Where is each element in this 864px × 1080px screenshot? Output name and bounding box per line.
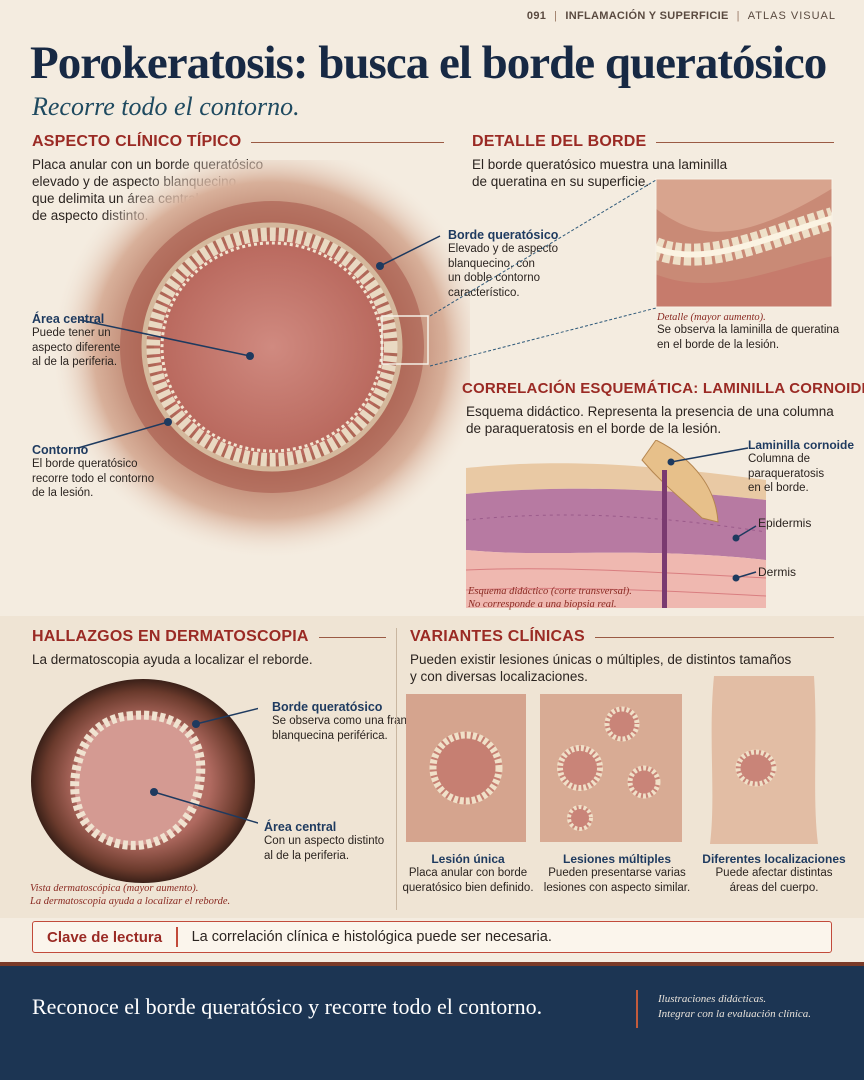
variants-heading: VARIANTES CLÍNICAS: [410, 628, 834, 646]
schematic-heading: CORRELACIÓN ESQUEMÁTICA: LAMINILLA CORNO…: [462, 380, 864, 397]
border-detail-image: [655, 178, 833, 308]
clinical-lesion-illustration: [50, 160, 470, 560]
label-lamella: Laminilla cornoide Columna de paraquerat…: [748, 438, 855, 494]
section-name: INFLAMACIÓN Y SUPERFICIE: [565, 10, 729, 22]
dermoscopy-text: La dermatoscopia ayuda a localizar el re…: [32, 652, 313, 667]
label-center: Área central Puede tener un aspecto dife…: [32, 312, 121, 368]
page-subtitle: Recorre todo el contorno.: [32, 92, 300, 121]
schematic-caption: Esquema didáctico (corte transversal). N…: [468, 586, 632, 610]
series-name: ATLAS VISUAL: [747, 10, 836, 22]
derm-label-center: Área central Con un aspecto distinto al …: [264, 820, 385, 862]
page-meta: 091 | INFLAMACIÓN Y SUPERFICIE | ATLAS V…: [526, 10, 836, 22]
detail-connector: [429, 179, 657, 367]
footer-divider: [636, 990, 638, 1028]
reading-key-box: Clave de lectura La correlación clínica …: [32, 921, 832, 953]
panel-divider: [396, 628, 397, 910]
label-contour: Contorno El borde queratósico recorre to…: [32, 443, 155, 499]
dermoscopy-image: [31, 679, 258, 883]
clinical-heading: ASPECTO CLÍNICO TÍPICO: [32, 133, 444, 151]
label-dermis: Dermis: [758, 565, 796, 579]
variant-multiple-caption: Lesiones múltiples Pueden presentarse va…: [543, 852, 691, 894]
variant-location-image: [694, 676, 834, 844]
reading-key-label: Clave de lectura: [47, 928, 163, 946]
variant-location-caption: Diferentes localizaciones Puede afectar …: [702, 852, 846, 894]
label-epidermis: Epidermis: [758, 516, 812, 530]
reading-key-text: La correlación clínica e histológica pue…: [191, 929, 552, 945]
dermoscopy-heading: HALLAZGOS EN DERMATOSCOPIA: [32, 628, 386, 646]
footer-note: Ilustraciones didácticas. Integrar con l…: [658, 993, 812, 1020]
variant-multiple-image: [540, 694, 682, 842]
dermoscopy-caption: Vista dermatoscópica (mayor aumento). La…: [30, 883, 231, 907]
page-title: Porokeratosis: busca el borde queratósic…: [30, 37, 827, 89]
variant-single-caption: Lesión única Placa anular con borde quer…: [402, 852, 534, 894]
footer: [0, 962, 864, 1080]
detail-caption: Detalle (mayor aumento). Se observa la l…: [657, 312, 840, 351]
page-number: 091: [526, 10, 547, 22]
schematic-text: Esquema didáctico. Representa la presenc…: [466, 404, 834, 436]
detail-heading: DETALLE DEL BORDE: [472, 133, 834, 151]
footer-message: Reconoce el borde queratósico y recorre …: [32, 994, 543, 1019]
detail-text: El borde queratósico muestra una laminil…: [472, 157, 728, 189]
label-border: Borde queratósico Elevado y de aspecto b…: [448, 228, 559, 299]
derm-label-border: Borde queratósico Se observa como una fr…: [272, 700, 416, 742]
cornoid-lamella-schematic: [466, 440, 766, 608]
variants-text: Pueden existir lesiones únicas o múltipl…: [410, 652, 792, 684]
variant-single-image: [406, 694, 526, 842]
